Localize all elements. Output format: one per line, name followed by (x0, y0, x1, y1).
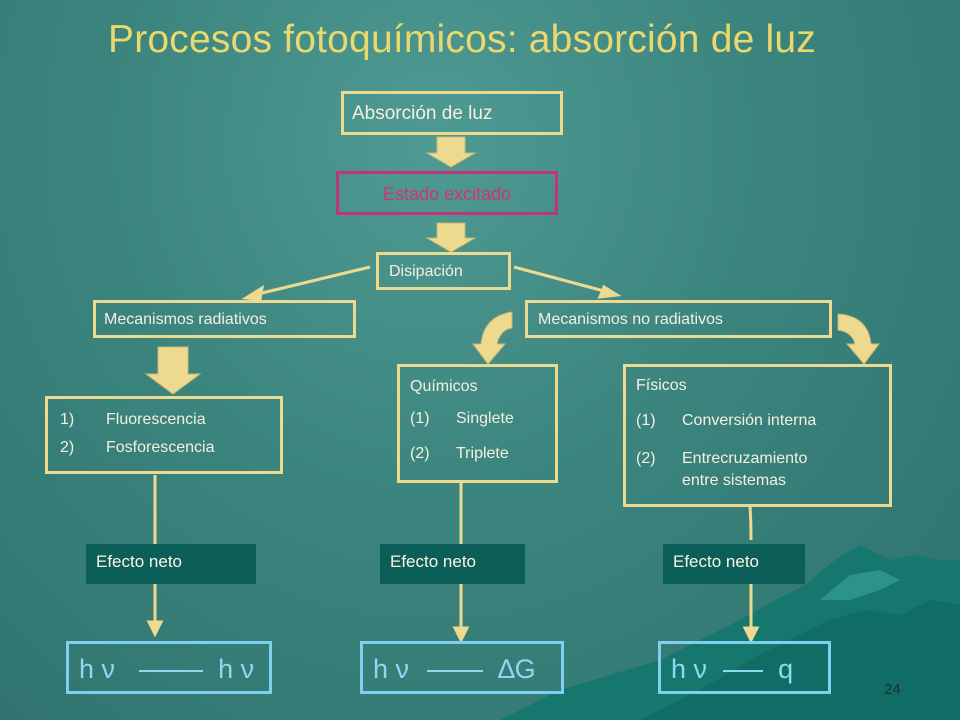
curved-arrow-right (837, 313, 880, 365)
equation-left: h ν (671, 654, 708, 684)
curved-arrow-left (472, 311, 513, 365)
list-item-text-wrap: Entrecruzamiento entre sistemas (682, 448, 807, 492)
list-item: (1) Conversión interna (636, 410, 889, 432)
list-item-number: 1) (60, 411, 75, 428)
list-item-text: Triplete (456, 445, 509, 462)
list-item-text-continued: entre sistemas (682, 472, 787, 489)
fisicos-heading: Físicos (636, 377, 687, 394)
arrow-down-2 (425, 222, 477, 253)
efecto-neto-box: Efecto neto (663, 544, 805, 584)
list-item-number: 2) (60, 439, 75, 456)
arrow-down-radiativos (144, 346, 202, 395)
equation-arrow-icon (722, 660, 763, 672)
slide-title: Procesos fotoquímicos: absorción de luz (108, 18, 816, 61)
radiativos-list-box: 1) Fluorescencia 2) Fosforescencia (45, 396, 283, 474)
node-absorcion-label: Absorción de luz (352, 103, 493, 124)
equation-left: h ν (79, 654, 116, 684)
node-absorcion: Absorción de luz (341, 91, 563, 135)
equation-arrow-icon (426, 660, 483, 672)
equation-quimico: h ν ∆G (360, 641, 564, 694)
equation-radiativo: h ν h ν (66, 641, 272, 694)
equation-arrow-icon (138, 660, 203, 672)
list-item: 2) Fosforescencia (60, 434, 280, 462)
efecto-neto-label: Efecto neto (390, 552, 477, 571)
quimicos-box: Químicos (1) Singlete (2) Triplete (397, 364, 558, 483)
node-disipacion: Disipación (376, 252, 511, 290)
node-no-radiativos-label: Mecanismos no radiativos (538, 311, 723, 328)
node-estado-excitado: Estado excitado (336, 171, 558, 215)
list-item-text: Fluorescencia (106, 411, 206, 428)
list-item: (1) Singlete (410, 404, 555, 434)
arrow-down-1 (425, 136, 477, 168)
list-item-number: (2) (410, 445, 430, 462)
list-item-number: (1) (636, 412, 656, 429)
list-item: (2) Entrecruzamiento entre sistemas (636, 448, 889, 492)
list-item-text: Entrecruzamiento (682, 450, 808, 467)
list-item-text: Singlete (456, 410, 514, 427)
equation-right: ∆G (498, 654, 536, 684)
node-no-radiativos: Mecanismos no radiativos (525, 300, 832, 338)
efecto-neto-label: Efecto neto (96, 552, 183, 571)
equation-right: q (778, 654, 794, 684)
list-item-text: Conversión interna (682, 412, 817, 429)
node-radiativos: Mecanismos radiativos (93, 300, 356, 338)
efecto-neto-box: Efecto neto (86, 544, 256, 584)
node-disipacion-label: Disipación (389, 263, 463, 280)
node-radiativos-label: Mecanismos radiativos (104, 311, 267, 328)
node-estado-excitado-label: Estado excitado (382, 184, 512, 204)
list-item: 1) Fluorescencia (60, 406, 280, 434)
efecto-neto-box: Efecto neto (380, 544, 525, 584)
list-item-text: Fosforescencia (106, 439, 215, 456)
page-number: 24 (884, 681, 901, 698)
equation-fisico: h ν q (658, 641, 831, 694)
fisicos-box: Físicos (1) Conversión interna (2) Entre… (623, 364, 892, 507)
list-item: (2) Triplete (410, 434, 555, 474)
quimicos-heading: Químicos (410, 378, 478, 395)
list-item-number: (1) (410, 410, 430, 427)
efecto-neto-label: Efecto neto (673, 552, 760, 571)
equation-right: h ν (218, 654, 255, 684)
list-item-number: (2) (636, 450, 656, 467)
equation-left: h ν (373, 654, 410, 684)
